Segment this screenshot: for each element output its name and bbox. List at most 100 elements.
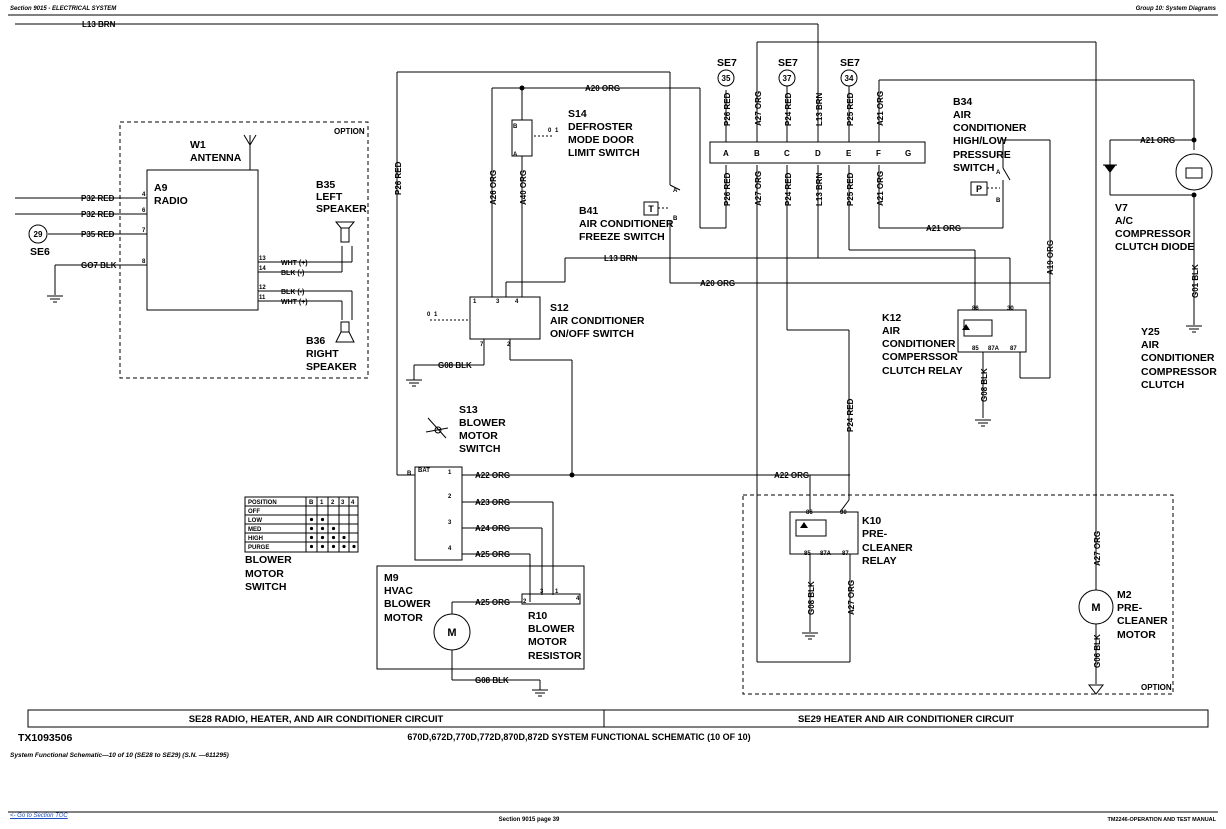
wire-label: A20 ORG (700, 279, 735, 288)
component-label: AIR CONDITIONER (550, 315, 645, 327)
pin-label: 2 (448, 494, 452, 500)
component-label: CONDITIONER (882, 338, 956, 350)
pin-label: 6 (142, 208, 146, 214)
component-label: DEFROSTER (568, 121, 633, 133)
footer-page: Section 9015 page 39 (499, 817, 560, 823)
component-label: COMPRESSOR (1141, 366, 1217, 378)
sheet-ref-number: 29 (34, 230, 43, 239)
pin-label: 87A (820, 551, 832, 557)
pin-label: 4 (515, 299, 519, 305)
figure-caption: System Functional Schematic—10 of 10 (SE… (10, 752, 229, 759)
component-label: COMPRESSOR (1115, 228, 1191, 240)
relay-diode-icon (800, 522, 808, 528)
header-group: Group 10: System Diagrams (1135, 6, 1216, 12)
component-label: FREEZE SWITCH (579, 231, 665, 243)
ground-symbols (47, 295, 1202, 697)
position-dot (309, 526, 314, 531)
sheet-ref-label: SE6 (30, 246, 50, 258)
go-to-section-toc-link[interactable]: <- Go to Section TOC (10, 813, 68, 819)
pin-label: 4 (448, 546, 452, 552)
component-label: Y25 (1141, 326, 1160, 338)
motor-icon: M (1091, 602, 1100, 614)
wire-label: P35 RED (81, 230, 115, 239)
diode-icon (1104, 165, 1116, 173)
component-label: HVAC (384, 585, 413, 597)
component-label: PRE- (1117, 602, 1143, 614)
position-dot (342, 535, 346, 540)
wire-label: A27 ORG (1093, 531, 1102, 566)
pin-label: 0 (427, 312, 431, 318)
component-label: MOTOR (384, 612, 423, 624)
component-label: M2 (1117, 589, 1132, 601)
table-row-name: MED (248, 527, 262, 533)
wire-label: P32 RED (81, 194, 115, 203)
antenna-icon (243, 134, 257, 150)
pin-label: B (513, 124, 518, 130)
pin-label: BAT (418, 468, 430, 474)
option-label: OPTION (334, 127, 365, 136)
position-dot (309, 535, 314, 540)
table-header: B (309, 500, 314, 506)
pin-label: 87A (988, 346, 1000, 352)
sheet-ref-label: SE7 (840, 57, 860, 69)
wire-label: BLK (-) (281, 289, 304, 296)
component-label: BLOWER (459, 417, 506, 429)
table-header: 2 (331, 500, 335, 506)
wire-label: P25 RED (846, 172, 855, 206)
table-row-name: LOW (248, 518, 262, 524)
temperature-sensor-icon: T (648, 204, 654, 214)
component-label: R10 (528, 610, 547, 622)
component-label: A9 (154, 182, 168, 194)
position-dot (352, 544, 356, 549)
pressure-sensor-icon: P (976, 184, 982, 194)
position-dot (320, 544, 325, 549)
sheet-ref-number: 34 (845, 74, 854, 83)
pin-label: 4 (576, 596, 580, 602)
wire-label: P32 RED (81, 210, 115, 219)
position-dot (331, 544, 336, 549)
component-label: M9 (384, 572, 399, 584)
connector-pin: B (754, 149, 760, 158)
component-label: PRESSURE (953, 149, 1011, 161)
wire-label: P24 RED (784, 172, 793, 206)
pin-label: 8 (142, 259, 146, 265)
pin-label: A (513, 152, 518, 158)
footer-manual: TM2246-OPERATION AND TEST MANUAL (1108, 817, 1217, 823)
component-label: MOTOR (459, 430, 498, 442)
wire-label: G08 BLK (475, 676, 509, 685)
component-label: ON/OFF SWITCH (550, 328, 634, 340)
component-label: CLUTCH DIODE (1115, 241, 1194, 253)
pin-label: 1 (473, 299, 477, 305)
wire-label: WHT (+) (281, 260, 308, 267)
motor-icon: M (447, 627, 456, 639)
component-label: A/C (1115, 215, 1134, 227)
wire-label: P24 RED (784, 92, 793, 126)
position-dot (309, 544, 314, 549)
component-label: K10 (862, 515, 881, 527)
pin-label: 13 (259, 256, 266, 262)
component-label: SPEAKER (306, 361, 357, 373)
pin-label: 3 (448, 520, 452, 526)
wire-label: G06 BLK (1093, 634, 1102, 668)
pin-label: 4 (142, 192, 146, 198)
pin-label: 2 (507, 342, 511, 348)
component-label: LIMIT SWITCH (568, 147, 640, 159)
component-label: PRE- (862, 528, 888, 540)
component-label: ANTENNA (190, 152, 242, 164)
component-label: V7 (1115, 202, 1128, 214)
component-label: MOTOR (528, 636, 567, 648)
component-label: MOTOR (1117, 629, 1156, 641)
wire-label: A20 ORG (585, 84, 620, 93)
component-label: SPEAKER (316, 203, 367, 215)
connector-pin: F (876, 149, 881, 158)
sheet-ref-label: SE7 (717, 57, 737, 69)
wire-label: A26 ORG (489, 170, 498, 205)
wire-label: P26 RED (723, 92, 732, 126)
wire-label: A21 ORG (876, 91, 885, 126)
component-label: B41 (579, 205, 598, 217)
table-row-name: PURGE (248, 545, 269, 551)
component-label: AIR (882, 325, 901, 337)
component-label: W1 (190, 139, 206, 151)
pin-label: 1 (555, 589, 559, 595)
wire-label: A21 ORG (926, 224, 961, 233)
